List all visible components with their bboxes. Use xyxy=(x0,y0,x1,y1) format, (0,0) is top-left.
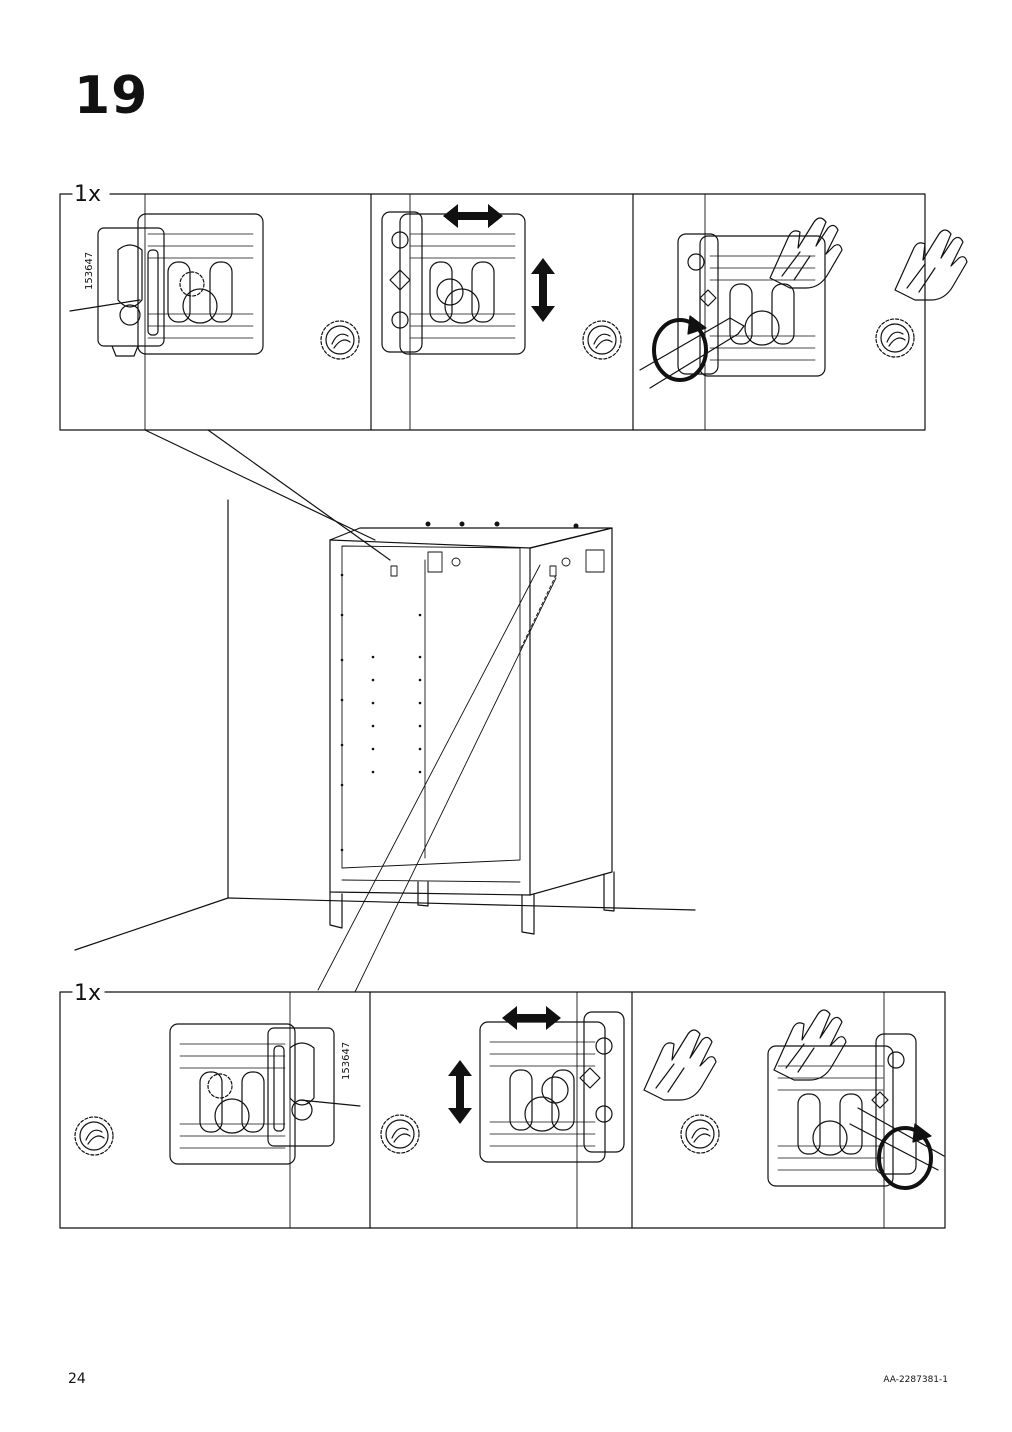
top-step-place-bracket xyxy=(69,213,360,360)
cabinet-frame xyxy=(74,499,696,951)
top-detail-panel xyxy=(59,193,968,431)
bottom-step-adjust xyxy=(380,1006,625,1163)
step-number: 19 xyxy=(74,66,149,126)
pressing-hand-icon xyxy=(769,217,843,289)
bottom-step-tighten xyxy=(643,1009,945,1190)
bottom-quantity-label: 1x xyxy=(74,981,101,1006)
bottom-part-number: 153647 xyxy=(341,1042,352,1080)
page-number: 24 xyxy=(68,1371,86,1387)
double-arrow-horizontal-icon xyxy=(443,204,503,228)
top-step-adjust xyxy=(381,204,622,360)
top-part-number: 153647 xyxy=(84,252,95,290)
double-arrow-vertical-icon xyxy=(531,258,555,322)
bottom-step-place-bracket xyxy=(74,1023,361,1165)
top-quantity-label: 1x xyxy=(74,182,101,207)
bottom-detail-panel xyxy=(59,991,946,1229)
wall-plug-icon xyxy=(320,320,360,360)
document-code: AA-2287381-1 xyxy=(883,1375,948,1385)
top-step-tighten xyxy=(639,217,968,389)
